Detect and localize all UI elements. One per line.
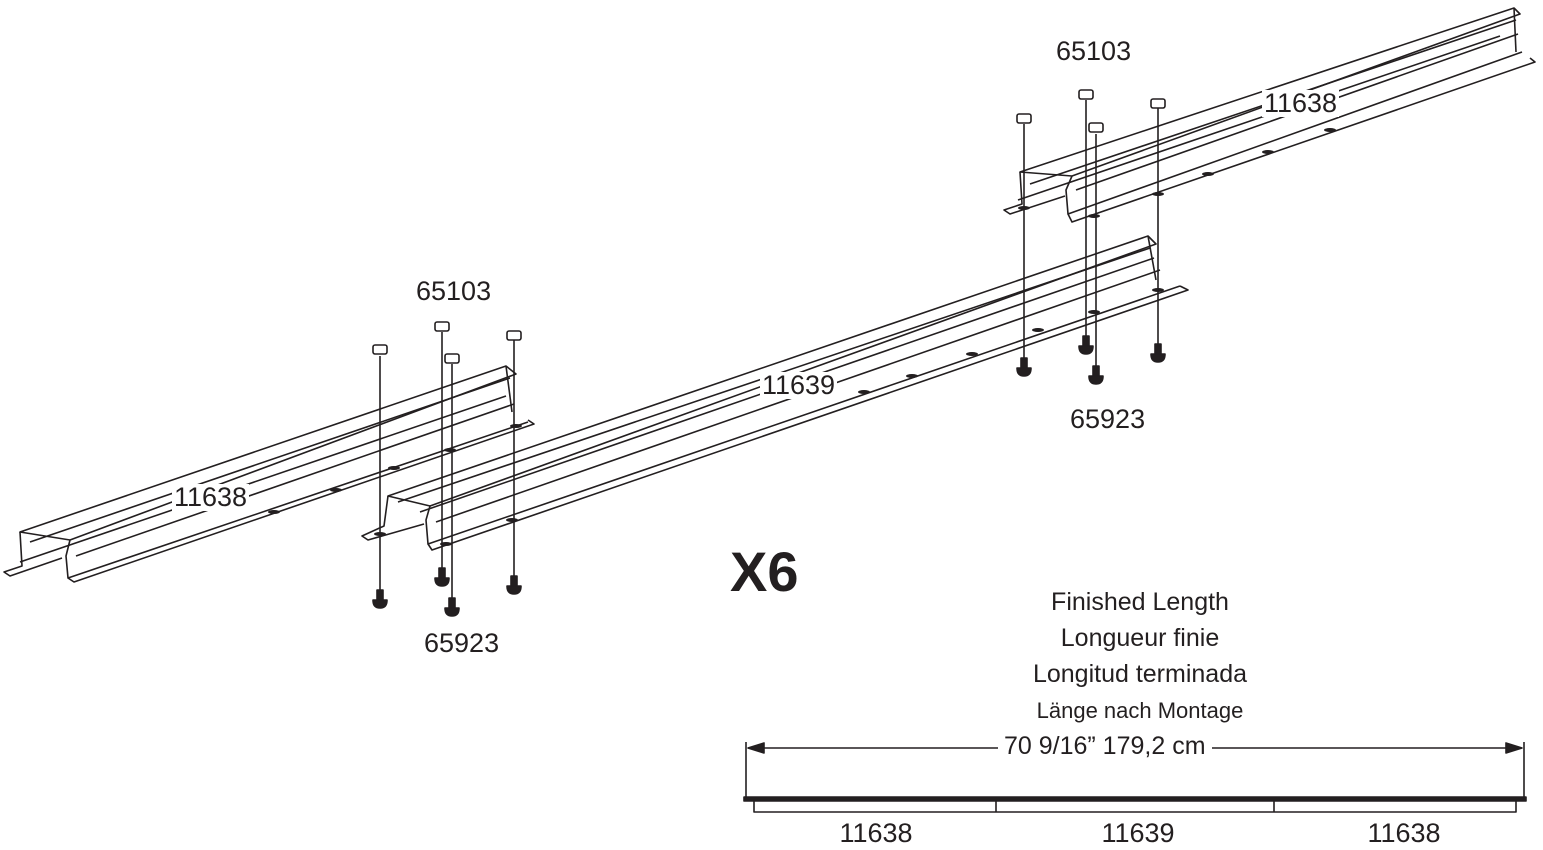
rail-slots <box>268 128 1336 546</box>
nuts <box>372 89 1166 364</box>
finished-length-en: Finished Length <box>1051 588 1229 616</box>
screws <box>372 335 1166 617</box>
part-label-nut-left: 65103 <box>416 276 492 306</box>
quantity-label: X6 <box>730 540 799 603</box>
fastener-lines-left <box>379 332 515 602</box>
part-label-rail-center: 11639 <box>760 370 838 400</box>
finished-length-de: Länge nach Montage <box>1036 698 1244 723</box>
part-label-nut-top-right: 65103 <box>1056 36 1132 66</box>
segment-label-left: 11638 <box>839 818 913 848</box>
rail-left <box>3 365 535 583</box>
part-label-rail-left: 11638 <box>172 482 250 512</box>
assembled-rail <box>743 796 1527 813</box>
segment-label-center: 11639 <box>1101 818 1175 848</box>
finished-length-fr: Longueur finie <box>1060 624 1220 652</box>
finished-length-es: Longitud terminada <box>1032 660 1248 688</box>
fastener-lines-right <box>1023 100 1159 370</box>
part-label-screw-left: 65923 <box>424 628 500 658</box>
part-label-rail-top-right: 11638 <box>1262 88 1340 118</box>
segment-label-right: 11638 <box>1367 818 1441 848</box>
part-label-screw-mid: 65923 <box>1070 404 1146 434</box>
finished-length-dimension: 70 9/16” 179,2 cm <box>998 734 1212 759</box>
